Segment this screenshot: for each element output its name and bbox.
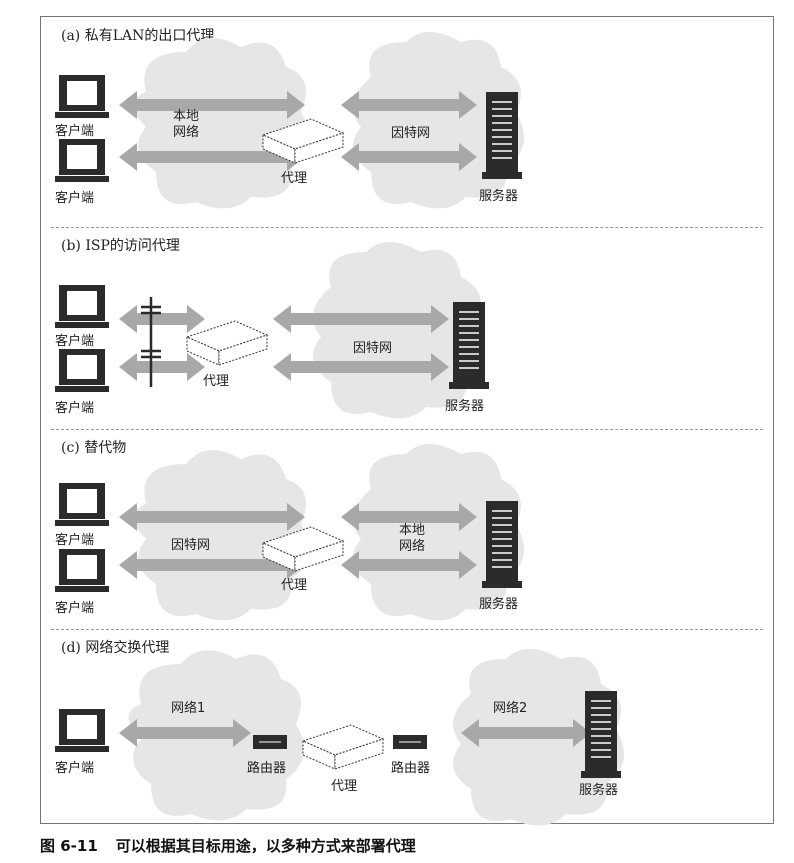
panel-separator	[51, 629, 763, 630]
panel-separator	[51, 429, 763, 430]
monitor-icon	[55, 285, 109, 328]
server-label: 服务器	[479, 189, 519, 204]
cloud-label: 因特网	[391, 126, 431, 141]
cloud-label: 因特网	[353, 341, 393, 356]
proxy-label: 代理	[203, 374, 230, 389]
internet-cloud	[353, 32, 524, 209]
arrow-client-network1	[119, 719, 251, 747]
client-label: 客户端	[55, 124, 95, 139]
modem-line-icon	[141, 297, 161, 387]
figure-caption-text: 可以根据其目标用途，以多种方式来部署代理	[115, 837, 416, 855]
arrow-internet-upper	[341, 91, 477, 119]
arrow-internet-lower	[273, 353, 449, 381]
proxy-box	[261, 526, 345, 572]
proxy-label: 代理	[281, 578, 308, 593]
cloud-label: 因特网	[171, 538, 211, 553]
router-icon	[253, 735, 287, 749]
internet-cloud	[133, 450, 309, 621]
router-label: 路由器	[391, 761, 431, 776]
panel-a-drawing	[55, 32, 524, 209]
monitor-icon	[55, 549, 109, 592]
panel-b-title: (b) ISP的访问代理	[61, 238, 180, 254]
server-icon	[482, 92, 522, 179]
internet-cloud	[313, 242, 484, 419]
client-label: 客户端	[55, 334, 95, 349]
client-label: 客户端	[55, 761, 95, 776]
cloud-label: 本地 网络	[173, 109, 200, 140]
monitor-icon	[55, 483, 109, 526]
arrow-client2-internet	[119, 551, 305, 579]
arrow-local-upper	[341, 503, 477, 531]
router-icon	[393, 735, 427, 749]
arrow-network2-server	[461, 719, 591, 747]
panel-d: (d) 网络交换代理	[41, 629, 775, 826]
local-network-cloud	[353, 444, 524, 621]
client-label: 客户端	[55, 401, 95, 416]
monitor-icon	[55, 709, 109, 752]
client-label: 客户端	[55, 191, 95, 206]
arrow-local-lower	[341, 551, 477, 579]
panel-a-title: (a) 私有LAN的出口代理	[61, 28, 215, 44]
arrow-internet-lower	[341, 143, 477, 171]
panel-c: (c) 替代物	[41, 429, 775, 630]
cloud-label: 网络2	[493, 701, 528, 716]
server-label: 服务器	[479, 597, 519, 612]
arrow-client1-isp	[119, 305, 205, 333]
proxy-box	[261, 118, 345, 164]
server-label: 服务器	[579, 783, 619, 798]
proxy-label: 代理	[281, 171, 308, 186]
panel-b-drawing	[55, 242, 489, 419]
proxy-label: 代理	[331, 779, 358, 794]
server-icon	[449, 302, 489, 389]
panel-a: (a) 私有LAN的出口代理	[41, 17, 775, 228]
server-label: 服务器	[445, 399, 485, 414]
proxy-box	[185, 320, 269, 366]
server-icon	[581, 691, 621, 778]
panel-d-title: (d) 网络交换代理	[61, 640, 170, 656]
client-label: 客户端	[55, 601, 95, 616]
arrow-internet-upper	[273, 305, 449, 333]
client-label: 客户端	[55, 533, 95, 548]
figure-caption: 图 6-11 可以根据其目标用途，以多种方式来部署代理	[40, 835, 416, 856]
proxy-box	[301, 724, 385, 770]
monitor-icon	[55, 75, 109, 118]
arrow-client1-lan	[119, 91, 305, 119]
server-icon	[482, 501, 522, 588]
panel-c-drawing	[55, 444, 524, 621]
panel-separator	[51, 227, 763, 228]
arrow-client2-isp	[119, 353, 205, 381]
monitor-icon	[55, 349, 109, 392]
panel-c-title: (c) 替代物	[61, 440, 127, 456]
panel-b: (b) ISP的访问代理	[41, 227, 775, 430]
figure-frame: (a) 私有LAN的出口代理	[40, 16, 775, 826]
panel-d-drawing	[55, 649, 624, 826]
local-network-cloud	[133, 38, 309, 209]
router-label: 路由器	[247, 761, 287, 776]
arrow-client1-internet	[119, 503, 305, 531]
arrow-client2-lan	[119, 143, 305, 171]
cloud-label: 网络1	[171, 701, 206, 716]
figure-number: 图 6-11	[40, 837, 98, 855]
monitor-icon	[55, 139, 109, 182]
cloud-label: 本地 网络	[399, 523, 426, 554]
